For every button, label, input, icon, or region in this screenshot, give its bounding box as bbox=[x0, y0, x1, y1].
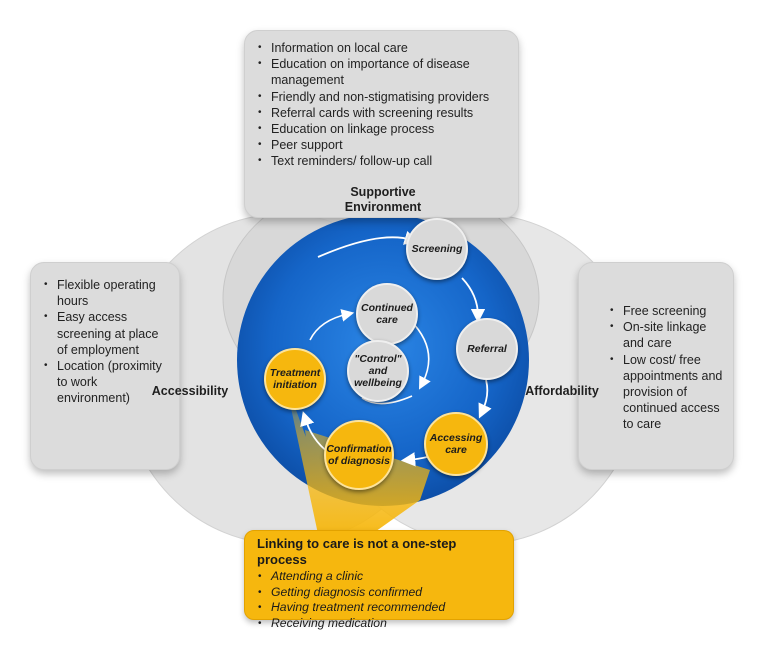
callout-item: Getting diagnosis confirmed bbox=[257, 585, 503, 601]
supportive-item: Peer support bbox=[257, 137, 510, 153]
inner-loop-bottom bbox=[361, 395, 413, 405]
node-referral: Referral bbox=[456, 318, 518, 380]
affordability-item: On-site linkage and care bbox=[609, 319, 727, 351]
supportive-item: Education on importance of disease manag… bbox=[257, 56, 510, 88]
accessibility-item: Flexible operating hours bbox=[43, 277, 171, 309]
accessibility-label: Accessibility bbox=[151, 384, 229, 398]
supportive-item: Text reminders/ follow-up call bbox=[257, 153, 510, 169]
supportive-item: Friendly and non-stigmatising providers bbox=[257, 89, 510, 105]
affordability-item: Free screening bbox=[609, 303, 727, 319]
affordability-panel: Free screening On-site linkage and care … bbox=[578, 262, 734, 470]
node-confirmation-of-diagnosis: Confirmation of diagnosis bbox=[324, 420, 394, 490]
callout-item: Attending a clinic bbox=[257, 569, 503, 585]
affordability-label: Affordability bbox=[525, 384, 599, 398]
outer-arrow-referral-accessing bbox=[478, 379, 492, 419]
node-control-and-wellbeing: "Control" and wellbeing bbox=[347, 340, 409, 402]
linking-callout: Linking to care is not a one-step proces… bbox=[244, 530, 514, 631]
callout-item: Receiving medication bbox=[257, 616, 503, 632]
callout-title: Linking to care is not a one-step proces… bbox=[257, 536, 457, 567]
node-screening: Screening bbox=[406, 218, 468, 280]
accessibility-item: Location (proximity to work environment) bbox=[43, 358, 171, 407]
node-accessing-care: Accessing care bbox=[424, 412, 488, 476]
node-continued-care: Continued care bbox=[356, 283, 418, 345]
supportive-label: Supportive Environment bbox=[344, 185, 422, 214]
supportive-panel: Information on local care Education on i… bbox=[244, 30, 519, 218]
supportive-item: Education on linkage process bbox=[257, 121, 510, 137]
supportive-item: Information on local care bbox=[257, 40, 510, 56]
outer-cycle-arc bbox=[317, 230, 419, 258]
callout-item: Having treatment recommended bbox=[257, 600, 503, 616]
accessibility-panel: Flexible operating hours Easy access scr… bbox=[30, 262, 180, 470]
affordability-item: Low cost/ free appointments and provisio… bbox=[609, 352, 727, 433]
accessibility-item: Easy access screening at place of employ… bbox=[43, 309, 171, 358]
node-treatment-initiation: Treatment initiation bbox=[264, 348, 326, 410]
outer-arrow-screening-referral bbox=[461, 277, 486, 324]
supportive-item: Referral cards with screening results bbox=[257, 105, 510, 121]
inner-loop-arc bbox=[309, 309, 355, 341]
